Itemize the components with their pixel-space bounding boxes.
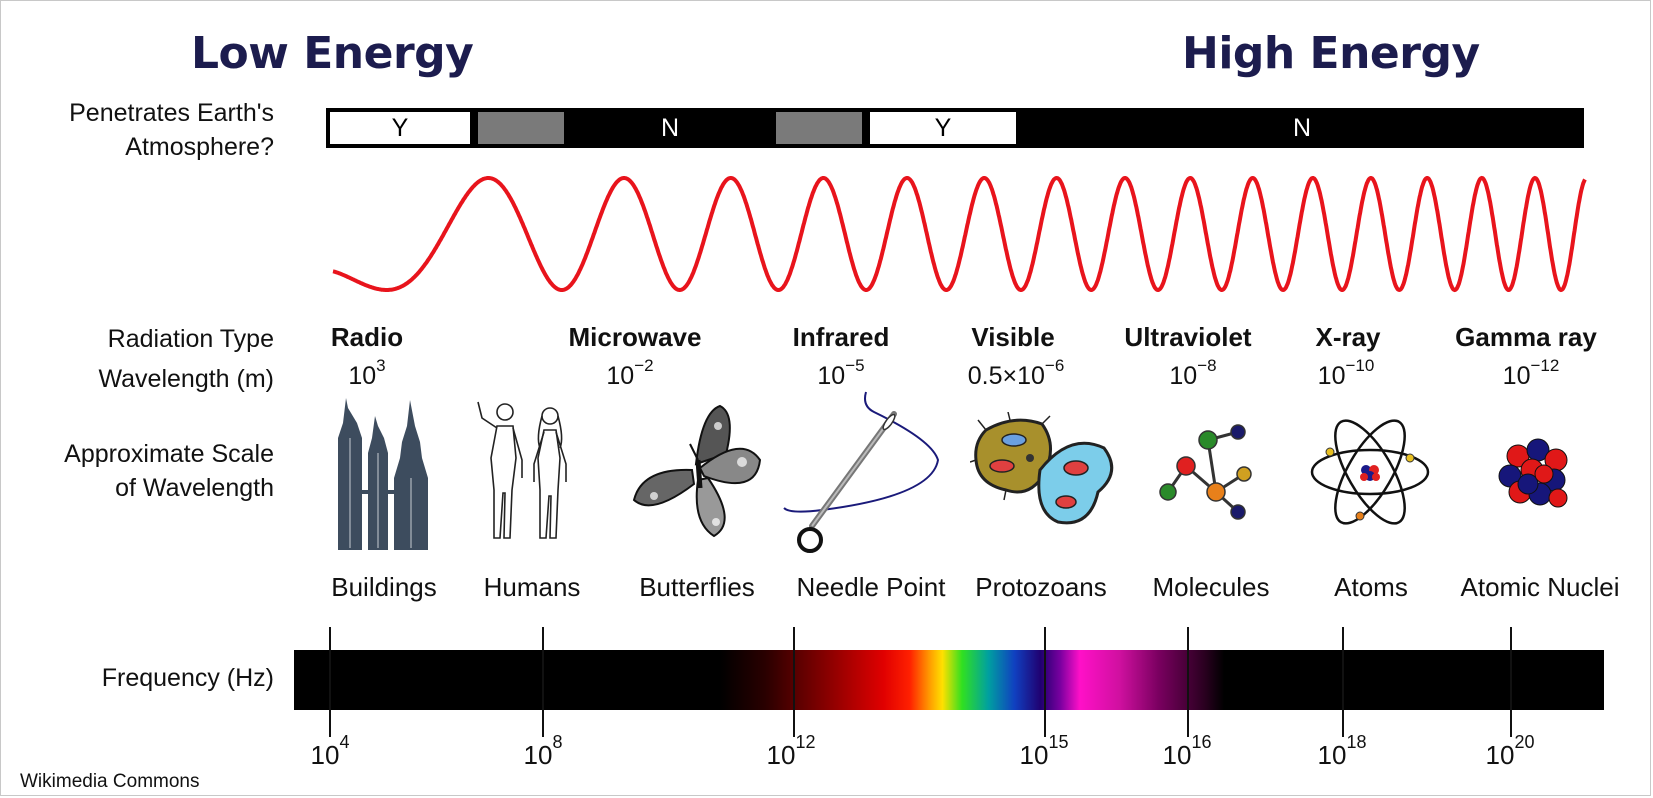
butterfly-icon xyxy=(632,404,762,538)
scale-label-item: Needle Point xyxy=(796,572,946,602)
frequency-tick-label: 108 xyxy=(523,732,563,771)
frequency-base: 10 xyxy=(766,740,796,770)
frequency-base: 10 xyxy=(1019,740,1049,770)
frequency-tick-label: 1018 xyxy=(1317,732,1367,771)
scale-label-item: Atomic Nuclei xyxy=(1460,572,1620,602)
humans-icon xyxy=(477,401,567,539)
frequency-base: 10 xyxy=(523,740,553,770)
atmosphere-label-line2: Atmosphere? xyxy=(125,133,274,161)
scale-label-line1: Approximate Scale xyxy=(64,440,274,468)
wavelength-exponent: −2 xyxy=(634,356,654,375)
frequency-spectrum-bar xyxy=(294,650,1604,710)
radiation-type: Infrared xyxy=(792,322,890,352)
frequency-tick-label: 1012 xyxy=(766,732,816,771)
radiation-type: Microwave xyxy=(568,322,702,352)
wavelength-value: 10−2 xyxy=(606,356,653,391)
nucleus-icon xyxy=(1498,438,1568,508)
scale-label-item: Butterflies xyxy=(639,572,755,602)
radiation-type: Ultraviolet xyxy=(1124,322,1252,352)
wavelength-base: 0.5×10 xyxy=(967,362,1045,390)
atmosphere-segment xyxy=(474,108,568,148)
radiation-type: Radio xyxy=(330,322,404,352)
frequency-tick xyxy=(1187,627,1189,737)
atmosphere-segment: N xyxy=(568,108,772,148)
wavelength-exponent: −6 xyxy=(1044,356,1065,375)
wavelength-value: 0.5×10−6 xyxy=(967,356,1065,391)
molecule-icon xyxy=(1159,424,1252,520)
low-energy-title: Low Energy xyxy=(191,28,474,79)
frequency-exponent: 4 xyxy=(339,732,350,752)
atmosphere-segment-label: Y xyxy=(391,113,409,142)
wavelength-base: 10 xyxy=(1169,362,1198,390)
frequency-exponent: 18 xyxy=(1346,732,1367,752)
frequency-base: 10 xyxy=(1317,740,1347,770)
wavelength-base: 10 xyxy=(606,362,635,390)
atmosphere-label: Penetrates Earth's Atmosphere? xyxy=(69,96,274,164)
scale-label-item: Atoms xyxy=(1334,572,1408,602)
radiation-type: X-ray xyxy=(1315,322,1381,352)
atmosphere-segment-label: N xyxy=(660,113,680,142)
frequency-base: 10 xyxy=(1162,740,1192,770)
wavelength-value: 103 xyxy=(348,356,385,391)
wavelength-value: 10−10 xyxy=(1317,356,1375,391)
wavelength-exponent: −10 xyxy=(1345,356,1375,375)
frequency-exponent: 20 xyxy=(1514,732,1535,752)
atmosphere-segment: N xyxy=(1020,108,1584,148)
frequency-tick-label: 1020 xyxy=(1485,732,1535,771)
high-energy-title: High Energy xyxy=(1182,28,1480,79)
frequency-base: 10 xyxy=(310,740,340,770)
frequency-exponent: 8 xyxy=(552,732,563,752)
frequency-tick xyxy=(329,627,331,737)
atom-icon xyxy=(1310,419,1430,525)
atmosphere-segment: Y xyxy=(866,108,1020,148)
wavelength-label: Wavelength (m) xyxy=(98,365,274,393)
radiation-type: Visible xyxy=(971,322,1055,352)
atmosphere-segment-label: N xyxy=(1292,113,1312,142)
atmosphere-segment: Y xyxy=(326,108,474,148)
buildings-icon xyxy=(338,398,428,550)
frequency-exponent: 12 xyxy=(795,732,816,752)
needle-icon xyxy=(783,391,940,553)
wavelength-exponent: −5 xyxy=(845,356,865,375)
frequency-tick xyxy=(1044,627,1046,737)
frequency-tick xyxy=(542,627,544,737)
scale-label-item: Protozoans xyxy=(975,572,1107,602)
scale-label-line2: of Wavelength xyxy=(115,474,274,502)
wavelength-base: 10 xyxy=(1502,362,1531,390)
scale-label-item: Molecules xyxy=(1152,572,1270,602)
atmosphere-label-line1: Penetrates Earth's xyxy=(69,99,274,127)
wave-line xyxy=(332,175,1587,293)
radiation-type: Gamma ray xyxy=(1455,322,1597,352)
scale-label: Approximate Scale of Wavelength xyxy=(64,437,274,505)
frequency-tick xyxy=(1342,627,1344,737)
wavelength-value: 10−12 xyxy=(1502,356,1560,391)
scale-label-item: Buildings xyxy=(331,572,437,602)
wavelength-base: 10 xyxy=(1317,362,1346,390)
radiation-type-label: Radiation Type xyxy=(107,325,274,353)
frequency-tick xyxy=(1510,627,1512,737)
scale-label-item: Humans xyxy=(483,572,581,602)
wavelength-value: 10−5 xyxy=(817,356,864,391)
wavelength-exponent: 3 xyxy=(376,356,386,375)
wavelength-exponent: −8 xyxy=(1197,356,1217,375)
wavelength-base: 10 xyxy=(348,362,377,390)
frequency-exponent: 16 xyxy=(1191,732,1212,752)
wavelength-exponent: −12 xyxy=(1530,356,1560,375)
wavelength-value: 10−8 xyxy=(1169,356,1216,391)
atmosphere-segment xyxy=(772,108,866,148)
wavelength-base: 10 xyxy=(817,362,846,390)
frequency-tick-label: 1016 xyxy=(1162,732,1212,771)
frequency-exponent: 15 xyxy=(1048,732,1069,752)
frequency-tick xyxy=(793,627,795,737)
credit-text: Wikimedia Commons xyxy=(20,771,200,792)
frequency-label: Frequency (Hz) xyxy=(101,664,274,692)
protozoan-icon xyxy=(970,412,1114,525)
frequency-tick-label: 1015 xyxy=(1019,732,1069,771)
atmosphere-segment-label: Y xyxy=(934,113,952,142)
frequency-tick-label: 104 xyxy=(310,732,350,771)
frequency-base: 10 xyxy=(1485,740,1515,770)
